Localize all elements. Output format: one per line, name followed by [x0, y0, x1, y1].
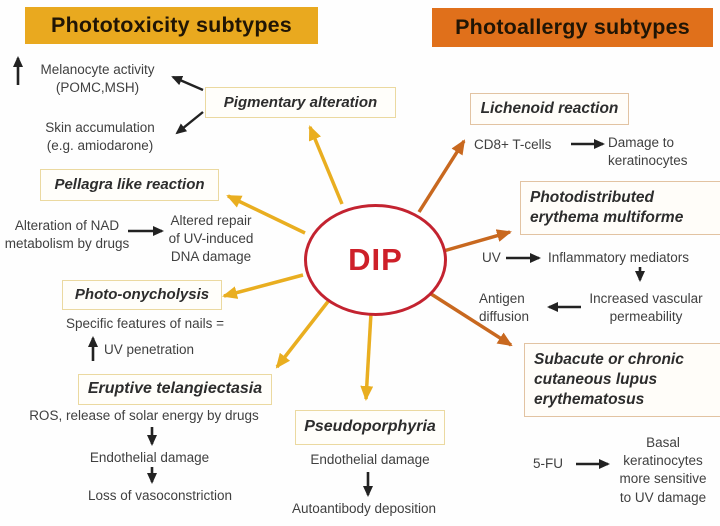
- arrow-dip-to-onycholysis: [222, 273, 304, 299]
- arrow-dip-to-eruptive: [275, 297, 332, 369]
- arrow-dip-to-pseudoporphyria: [360, 312, 374, 401]
- uv-penetration-text: UV penetration: [104, 342, 195, 357]
- autoantibody-deposition-text: Autoantibody deposition: [291, 501, 437, 516]
- nail-features-text: Specific features of nails =: [66, 316, 224, 331]
- inflammatory-mediators-text: Inflammatory mediators: [548, 250, 690, 265]
- vascular-permeability-text: Increased vascular permeability: [589, 291, 703, 325]
- antigen-diffusion-text: Antigen diffusion: [479, 291, 530, 325]
- phototoxicity-header: Phototoxicity subtypes: [25, 7, 318, 44]
- arrow-pigmentary-to-skin: [175, 111, 204, 135]
- node-eruptive-telangiectasia: Eruptive telangiectasia: [78, 374, 272, 405]
- dip-center-node: DIP: [304, 204, 447, 316]
- melanocyte-activity-text: Melanocyte activity (POMC,MSH): [40, 62, 155, 96]
- skin-accumulation-text: Skin accumulation (e.g. amiodarone): [45, 120, 155, 154]
- node-photodistributed-erythema: Photodistributed erythema multiforme: [520, 181, 720, 235]
- arrow-dip-to-pigmentary: [308, 125, 344, 205]
- node-lichenoid-reaction: Lichenoid reaction: [470, 93, 629, 125]
- uv-trigger-text: UV: [482, 250, 501, 265]
- node-pigmentary-alteration: Pigmentary alteration: [205, 87, 396, 118]
- keratinocyte-damage-text: Damage to keratinocytes: [608, 135, 688, 169]
- nad-metabolism-text: Alteration of NAD metabolism by drugs: [4, 218, 130, 252]
- photoallergy-header: Photoallergy subtypes: [432, 8, 713, 47]
- arrow-pigmentary-to-melanocyte: [171, 75, 204, 92]
- endothelial-damage-text-center: Endothelial damage: [310, 452, 430, 467]
- basal-keratinocytes-text: Basal keratinocytes more sensitive to UV…: [619, 435, 707, 505]
- loss-vasoconstriction-text: Loss of vasoconstriction: [87, 488, 233, 503]
- arrow-dip-to-pellagra: [226, 194, 306, 235]
- node-photo-onycholysis: Photo-onycholysis: [62, 280, 222, 310]
- dip-label: DIP: [348, 242, 403, 277]
- 5fu-text: 5-FU: [533, 456, 563, 471]
- arrow-dip-to-erythema: [439, 229, 512, 254]
- ros-release-text: ROS, release of solar energy by drugs: [29, 408, 259, 423]
- arrow-dip-to-lupus: [427, 290, 513, 347]
- cd8-tcells-text: CD8+ T-cells: [474, 137, 552, 152]
- node-pellagra-like-reaction: Pellagra like reaction: [40, 169, 219, 201]
- node-cutaneous-lupus: Subacute or chronic cutaneous lupus eryt…: [524, 343, 720, 417]
- altered-repair-text: Altered repair of UV-induced DNA damage: [168, 213, 254, 265]
- endothelial-damage-text-left: Endothelial damage: [89, 450, 210, 465]
- arrow-dip-to-lichenoid: [417, 139, 466, 213]
- node-pseudoporphyria: Pseudoporphyria: [295, 410, 445, 445]
